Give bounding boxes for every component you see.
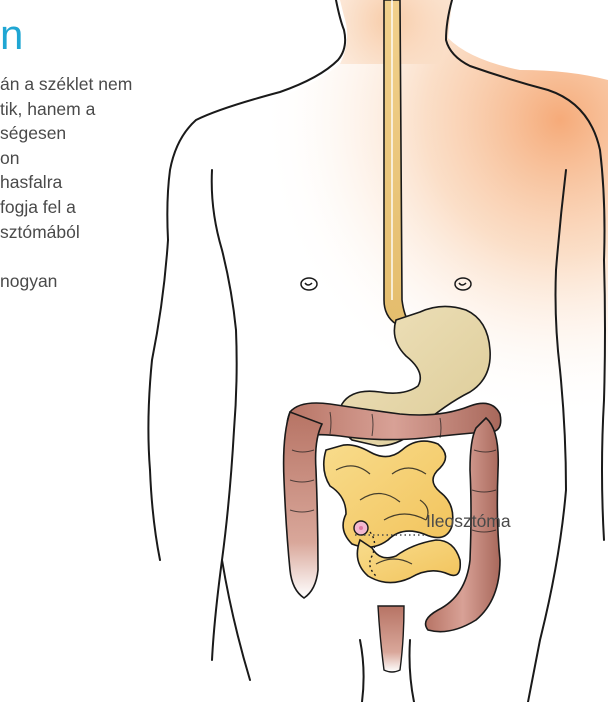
torso-skin bbox=[146, 0, 608, 702]
stoma-callout-label: Ileosztóma bbox=[426, 511, 511, 532]
